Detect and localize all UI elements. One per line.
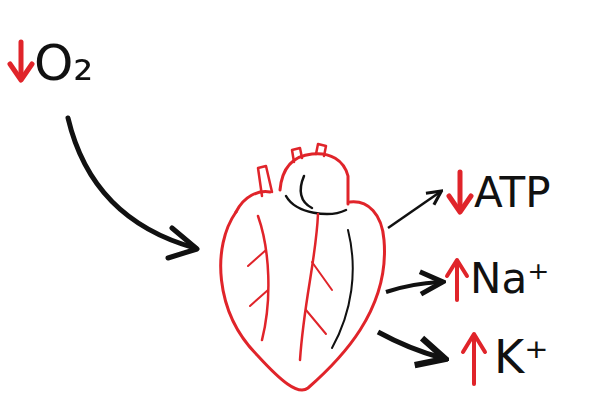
decrease-arrow (449, 172, 471, 212)
increase-arrow (463, 334, 485, 384)
ion-label: Na⁺ (470, 258, 549, 300)
increase-arrow (447, 260, 467, 300)
output-arrow (388, 192, 440, 228)
species-label: O₂ (34, 38, 93, 88)
arrow-head (168, 228, 197, 258)
output-arrow (378, 332, 442, 358)
ion-label: K⁺ (494, 334, 548, 380)
output-arrow (386, 282, 440, 292)
heart-illustration (221, 144, 385, 390)
molecule-label: ATP (474, 172, 550, 214)
decrease-arrow (10, 42, 32, 80)
